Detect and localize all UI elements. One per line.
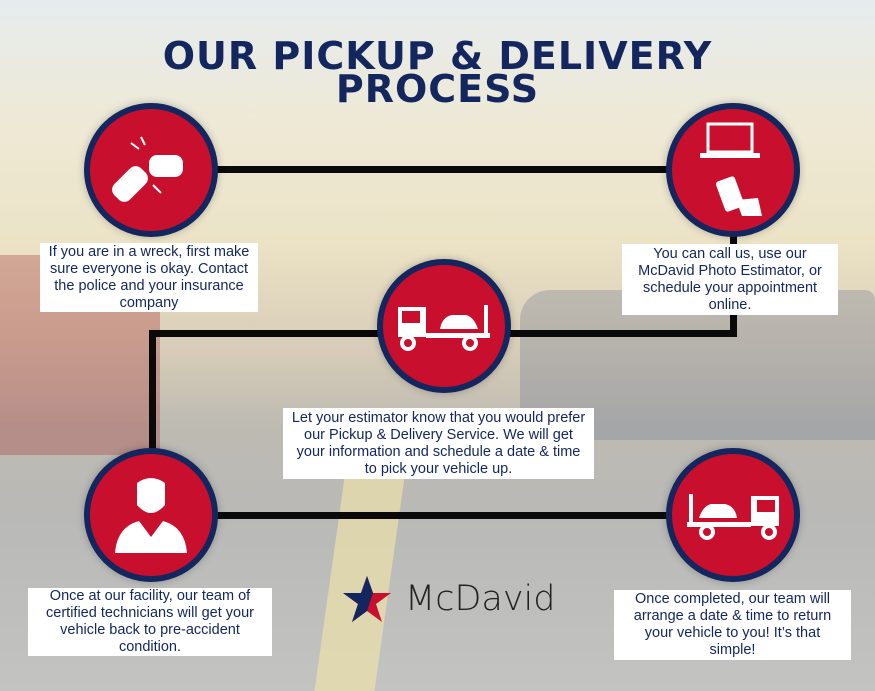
step-2-text: You can call us, use our McDavid Photo E… — [622, 244, 838, 315]
step-3-circle — [377, 259, 511, 393]
step-1-text: If you are in a wreck, first make sure e… — [40, 243, 258, 312]
connector — [149, 330, 156, 455]
tow-truck-icon — [398, 305, 490, 351]
connector — [210, 512, 670, 519]
step-5-text: Once completed, our team will arrange a … — [614, 590, 851, 660]
step-5-circle — [666, 448, 800, 582]
car-crash-icon — [112, 136, 183, 202]
technician-icon — [115, 478, 187, 553]
logo-text: McDavid — [405, 579, 556, 619]
step-4-text: Once at our facility, our team of certif… — [28, 588, 272, 656]
connector — [730, 312, 737, 337]
connector — [505, 330, 737, 337]
step-2-circle — [666, 103, 800, 237]
step-1-circle — [84, 103, 218, 237]
connector — [210, 166, 670, 173]
connector — [730, 230, 737, 250]
step-4-circle — [84, 448, 218, 582]
laptop-phone-icon — [700, 122, 762, 216]
title-line-1: OUR PICKUP & DELIVERY — [162, 34, 713, 78]
tow-truck-icon — [687, 494, 779, 540]
title-line-2: PROCESS — [335, 67, 540, 111]
mcdavid-logo: McDavid — [343, 576, 556, 622]
connector — [149, 330, 384, 337]
star-icon — [343, 576, 391, 622]
step-3-text: Let your estimator know that you would p… — [283, 408, 594, 479]
